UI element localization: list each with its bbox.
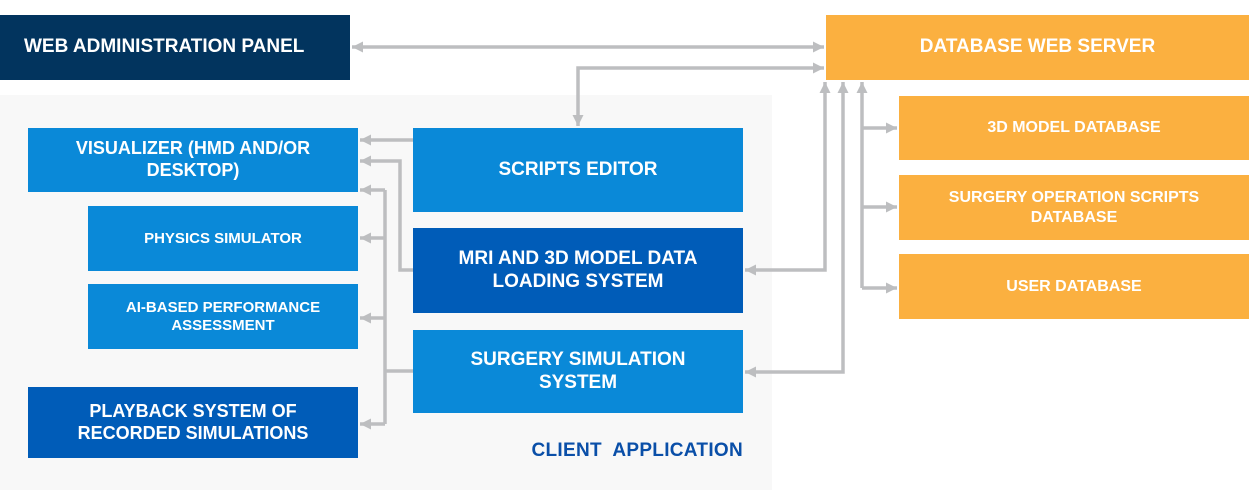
visualizer-node: VISUALIZER (HMD AND/OR DESKTOP) (28, 128, 358, 192)
scripts-database-node: SURGERY OPERATION SCRIPTS DATABASE (899, 175, 1249, 240)
ai-performance-node: AI-BASED PERFORMANCE ASSESSMENT (88, 284, 358, 349)
scripts-editor-node: SCRIPTS EDITOR (413, 128, 743, 212)
user-database-node: USER DATABASE (899, 254, 1249, 319)
client-application-label: CLIENT APPLICATION (531, 440, 743, 461)
surgery-simulation-node: SURGERY SIMULATION SYSTEM (413, 330, 743, 413)
web-admin-panel-node: WEB ADMINISTRATION PANEL (0, 15, 350, 80)
playback-system-node: PLAYBACK SYSTEM OF RECORDED SIMULATIONS (28, 387, 358, 458)
mri-loading-node: MRI AND 3D MODEL DATA LOADING SYSTEM (413, 228, 743, 313)
database-web-server-node: DATABASE WEB SERVER (826, 15, 1249, 80)
physics-simulator-node: PHYSICS SIMULATOR (88, 206, 358, 271)
model-database-node: 3D MODEL DATABASE (899, 96, 1249, 160)
